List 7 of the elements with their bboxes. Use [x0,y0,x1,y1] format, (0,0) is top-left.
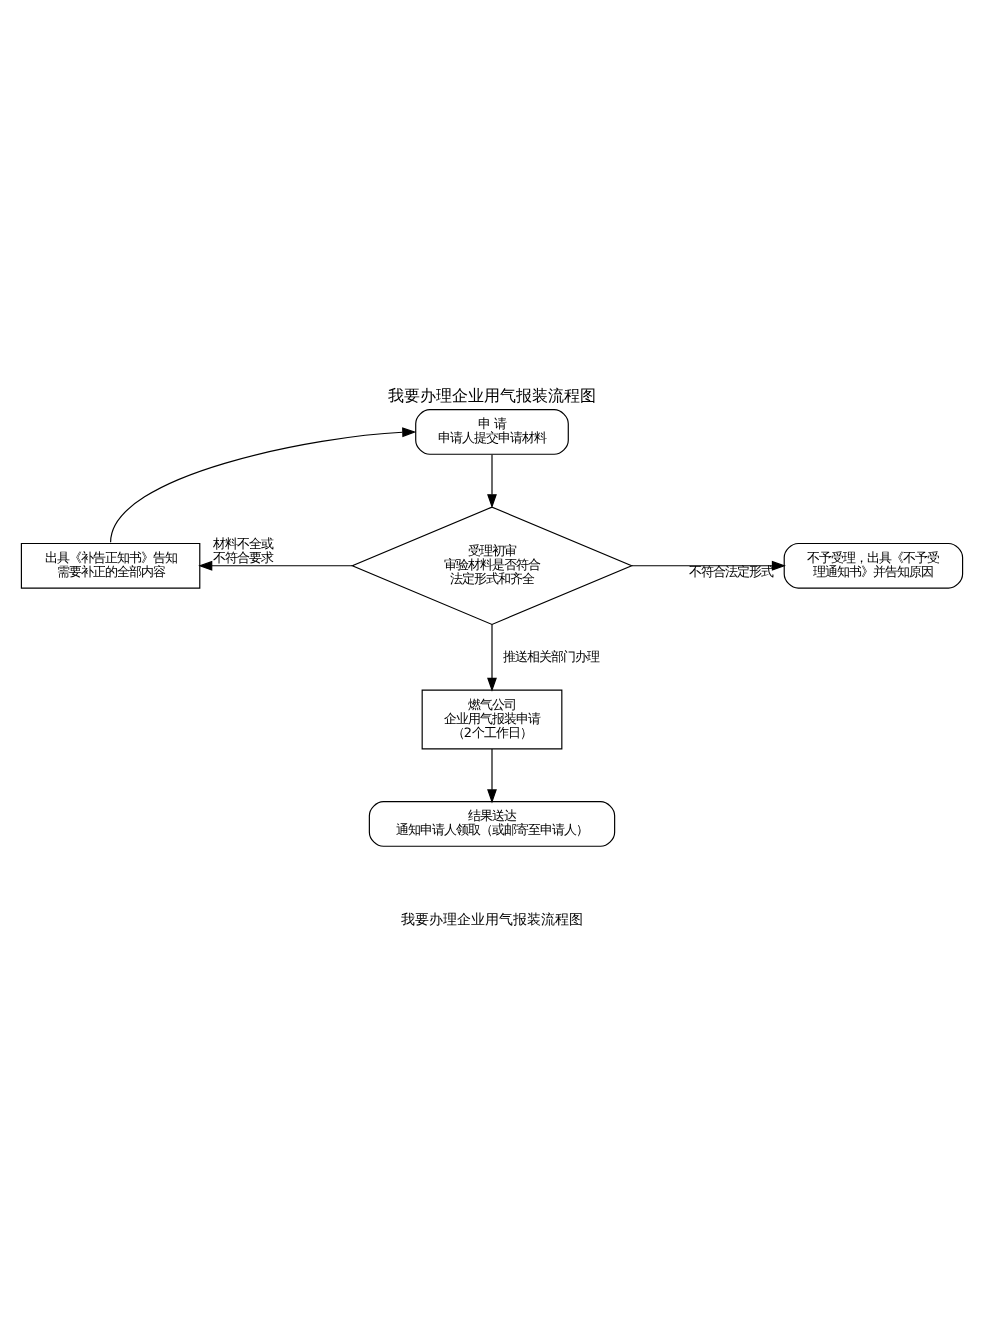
arrow [110,427,417,543]
arrow [487,624,497,692]
arrow [487,454,497,509]
arrow [631,560,786,571]
arrow [198,560,353,571]
diagram-title: 我要办理企业用气报装流程图 [388,384,596,405]
arrow [487,748,497,804]
